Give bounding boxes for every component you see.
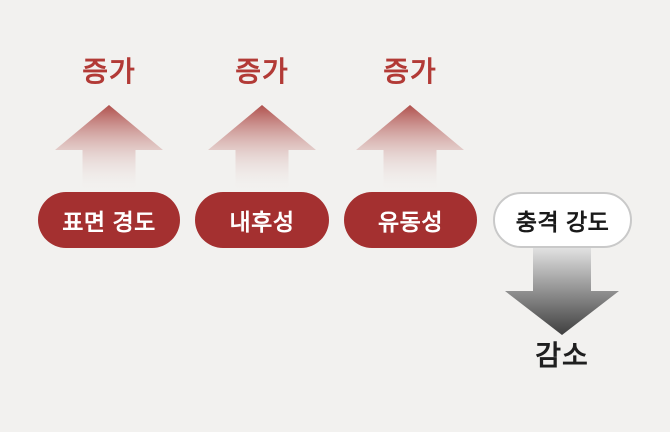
factor-pill-fluidity: 유동성 — [344, 192, 477, 248]
factor-pill-impact-strength: 충격 강도 — [493, 192, 632, 248]
increase-label-weather-resistance: 증가 — [235, 56, 289, 87]
up-arrow-icon-surface-hardness — [55, 105, 163, 192]
decrease-label-impact-strength: 감소 — [535, 340, 589, 371]
down-arrow-icon-impact-strength — [505, 247, 619, 335]
up-arrow-icon-fluidity — [356, 105, 464, 192]
factor-pill-label: 유동성 — [378, 209, 443, 235]
up-arrow-icon-weather-resistance — [208, 105, 316, 192]
factor-pill-weather-resistance: 내후성 — [195, 192, 329, 248]
factor-pill-surface-hardness: 표면 경도 — [38, 192, 180, 248]
increase-label-fluidity: 증가 — [383, 56, 437, 87]
factor-pill-label: 내후성 — [229, 209, 295, 235]
factor-pill-label: 표면 경도 — [62, 209, 156, 235]
factor-pill-label: 충격 강도 — [515, 209, 610, 235]
increase-label-surface-hardness: 증가 — [82, 56, 136, 87]
